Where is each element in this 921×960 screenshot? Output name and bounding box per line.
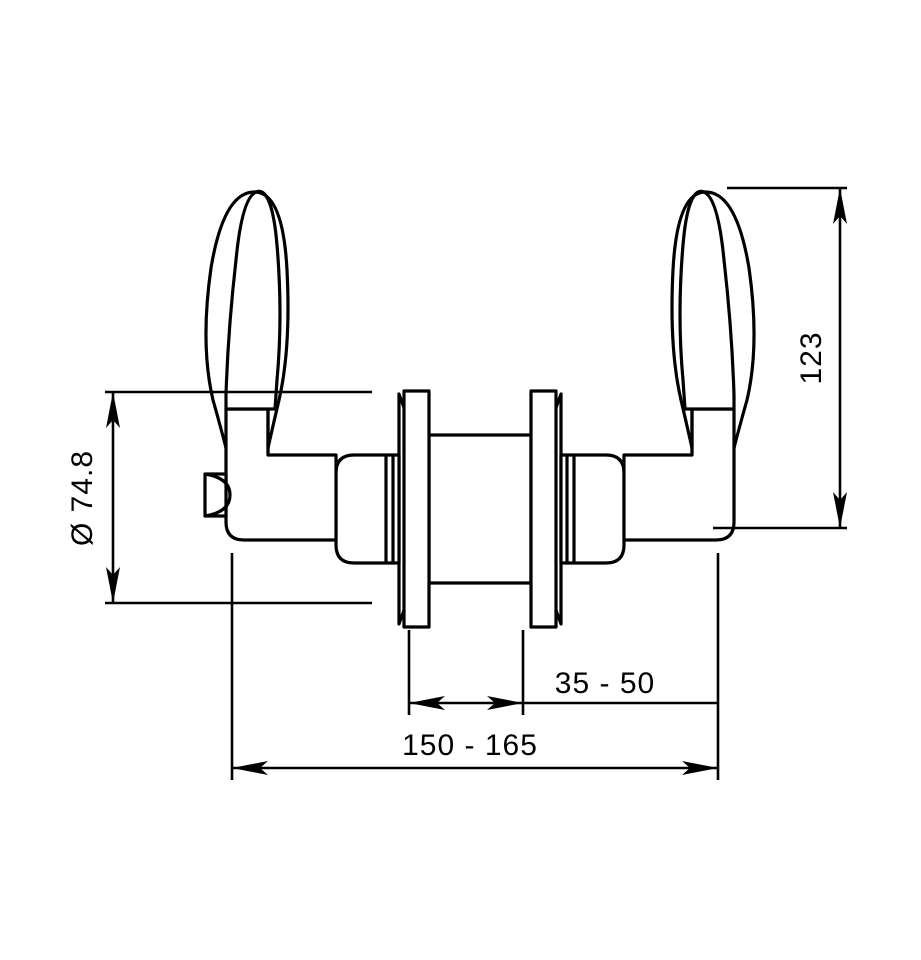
left-lever-grip-inner — [255, 190, 290, 449]
dimension-diameter-74-8: Ø 74.8 — [66, 390, 372, 605]
right-handle-neck — [622, 407, 736, 542]
center-body — [427, 433, 533, 585]
right-lever-stem — [678, 189, 736, 411]
left-handle-group — [203, 189, 401, 565]
center-body-group — [397, 389, 563, 629]
arrow-35-50-right — [487, 696, 523, 710]
arrow-dia-top — [106, 392, 120, 428]
dimension-thickness-35-50: 35 - 50 — [409, 667, 718, 710]
right-spindle-boss — [559, 453, 626, 565]
left-spindle-boss — [334, 453, 401, 565]
right-lever-grip-inner — [670, 190, 705, 449]
right-handle-group — [559, 189, 756, 565]
left-lever-stem — [224, 189, 282, 411]
dim-label-thickness: 35 - 50 — [555, 667, 655, 700]
dim-label-overall: 150 - 165 — [402, 729, 538, 762]
right-lever-grip — [703, 190, 756, 449]
dim-label-diameter: Ø 74.8 — [66, 450, 99, 546]
dimension-overall-150-165: 150 - 165 — [232, 729, 718, 775]
dimension-height-123: 123 — [713, 186, 847, 530]
arrow-123-top — [833, 188, 847, 224]
arrow-150-165-right — [682, 761, 718, 775]
left-thumbturn-curve — [204, 472, 232, 518]
dim-label-height: 123 — [795, 331, 828, 384]
left-handle-neck — [224, 407, 338, 542]
arrow-dia-bottom — [106, 567, 120, 603]
arrow-123-bottom — [833, 492, 847, 528]
bottom-extension-lines — [230, 553, 720, 780]
arrow-150-165-left — [232, 761, 268, 775]
right-rosette — [529, 389, 558, 629]
left-rosette — [402, 389, 431, 629]
arrow-35-50-left — [409, 696, 445, 710]
left-lever-grip — [204, 190, 257, 449]
